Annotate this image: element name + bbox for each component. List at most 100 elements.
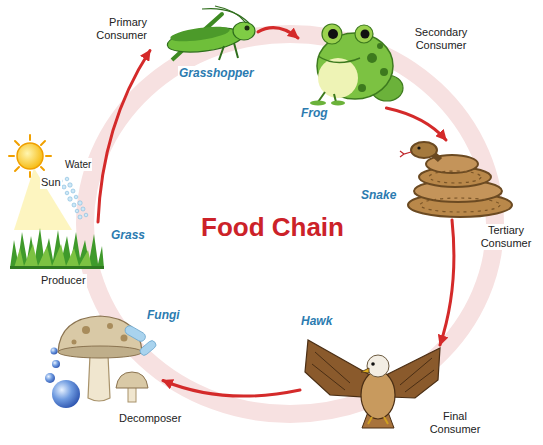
snake-figure-part (417, 146, 420, 149)
light-beam-part (14, 168, 72, 230)
snake-figure-part (400, 151, 411, 157)
sun-figure-part (41, 141, 45, 145)
fungi-figure-part (51, 348, 58, 355)
fungi-figure-part (52, 380, 80, 408)
fungi-figure-part (88, 355, 110, 401)
snake-figure-part (411, 142, 437, 158)
fungi-figure-part (139, 339, 158, 357)
water-drops-part (65, 177, 69, 181)
food-arrow (440, 220, 454, 345)
water-drops-part (78, 201, 82, 205)
water-drops-part (81, 207, 85, 211)
water-drops-part (75, 209, 79, 213)
organism-name: Snake (360, 188, 397, 202)
secondary-consumer-node: Secondary ConsumerFrog (298, 8, 402, 108)
grasshopper-figure-part (219, 43, 238, 60)
snake-figure-part (429, 171, 481, 183)
diagram-title: Food Chain (201, 212, 344, 242)
frog-figure-part (331, 101, 345, 106)
role-label: Primary Consumer (90, 16, 148, 42)
frog-figure-part (367, 53, 377, 63)
fungi-figure (45, 316, 157, 408)
frog-figure-part (361, 30, 370, 39)
fungi-figure-part (72, 340, 77, 345)
grass-figure (10, 228, 104, 269)
frog-figure-part (355, 25, 373, 43)
food-arrow (163, 381, 300, 397)
frog-figure-part (322, 24, 342, 44)
water-drops-part (84, 213, 88, 217)
organism-name: Hawk (300, 314, 333, 328)
light-beam (14, 168, 72, 230)
grasshopper-figure-part (245, 26, 250, 31)
fungi-figure-part (121, 335, 128, 342)
grasshopper-figure-part (202, 9, 249, 23)
sun-figure-part (15, 141, 19, 145)
grasshopper-figure-part (166, 24, 244, 56)
frog-figure-part (310, 101, 326, 106)
fungi-figure-part (45, 373, 55, 383)
primary-consumer-node: Primary ConsumerGrasshopper (150, 4, 258, 66)
food-arrow (258, 28, 298, 38)
fungi-figure-part (116, 372, 148, 388)
producer-node: ProducerGrass (8, 222, 108, 272)
sun-figure-part (9, 155, 14, 157)
frog-figure (310, 24, 403, 106)
fungi-figure-part (128, 387, 136, 402)
sun-figure-part (17, 143, 43, 169)
grass-figure-part (14, 244, 92, 268)
food-arrow (98, 51, 150, 223)
grass-figure-part (10, 266, 104, 269)
hawk-figure-part (361, 371, 395, 419)
decomposer-node: FungiDecomposer (48, 322, 163, 412)
frog-figure-part (358, 84, 366, 92)
organism-name: Fungi (146, 308, 181, 322)
organism-name: Frog (300, 106, 329, 120)
cycle-ring (85, 34, 495, 414)
role-label: Secondary Consumer (408, 26, 474, 52)
frog-figure-part (380, 68, 388, 76)
hawk-figure-part (367, 355, 389, 377)
grasshopper-figure-part (215, 6, 246, 23)
role-label: Producer (40, 274, 87, 287)
food-arrow (386, 108, 446, 140)
sun-figure (9, 135, 51, 177)
role-label: Tertiary Consumer (476, 224, 536, 250)
sun-figure-part (41, 167, 44, 170)
water-drops-part (68, 183, 72, 187)
grass-figure-part (10, 228, 104, 268)
organism-name: Grasshopper (178, 66, 255, 80)
fungi-figure-part (52, 360, 60, 368)
role-label: Final Consumer (424, 410, 486, 436)
final-consumer-node: HawkFinal Consumer (300, 330, 440, 430)
tertiary-consumer-node: SnakeTertiary Consumer (398, 140, 518, 220)
free-label: Water (64, 158, 92, 171)
frog-figure-part (318, 56, 360, 63)
fungi-figure-part (123, 324, 147, 343)
role-label: Sun (40, 176, 62, 189)
hawk-figure-part (305, 340, 370, 397)
hawk-figure-part (368, 417, 388, 424)
fungi-figure-part (58, 346, 142, 358)
frog-figure-part (328, 29, 338, 39)
grasshopper-figure-part (169, 24, 230, 44)
sun-figure-part (29, 172, 31, 177)
water-drops-part (74, 195, 78, 199)
sun-node: Sun (10, 138, 68, 194)
frog-figure-part (318, 92, 336, 102)
fungi-figure-part (107, 323, 113, 329)
water-drops-part (78, 215, 82, 219)
sun-figure-part (15, 167, 19, 171)
grasshopper-figure-part (233, 22, 255, 40)
fungi-figure-part (82, 326, 90, 334)
role-label: Decomposer (118, 412, 182, 425)
water-drops-part (68, 197, 72, 201)
frog-figure-part (377, 43, 383, 49)
snake-figure-part (420, 198, 500, 212)
water-drops-part (71, 189, 75, 193)
sun-figure-part (29, 135, 31, 140)
snake-figure (400, 142, 512, 217)
grasshopper-figure (166, 6, 255, 60)
hawk-figure (305, 340, 440, 428)
